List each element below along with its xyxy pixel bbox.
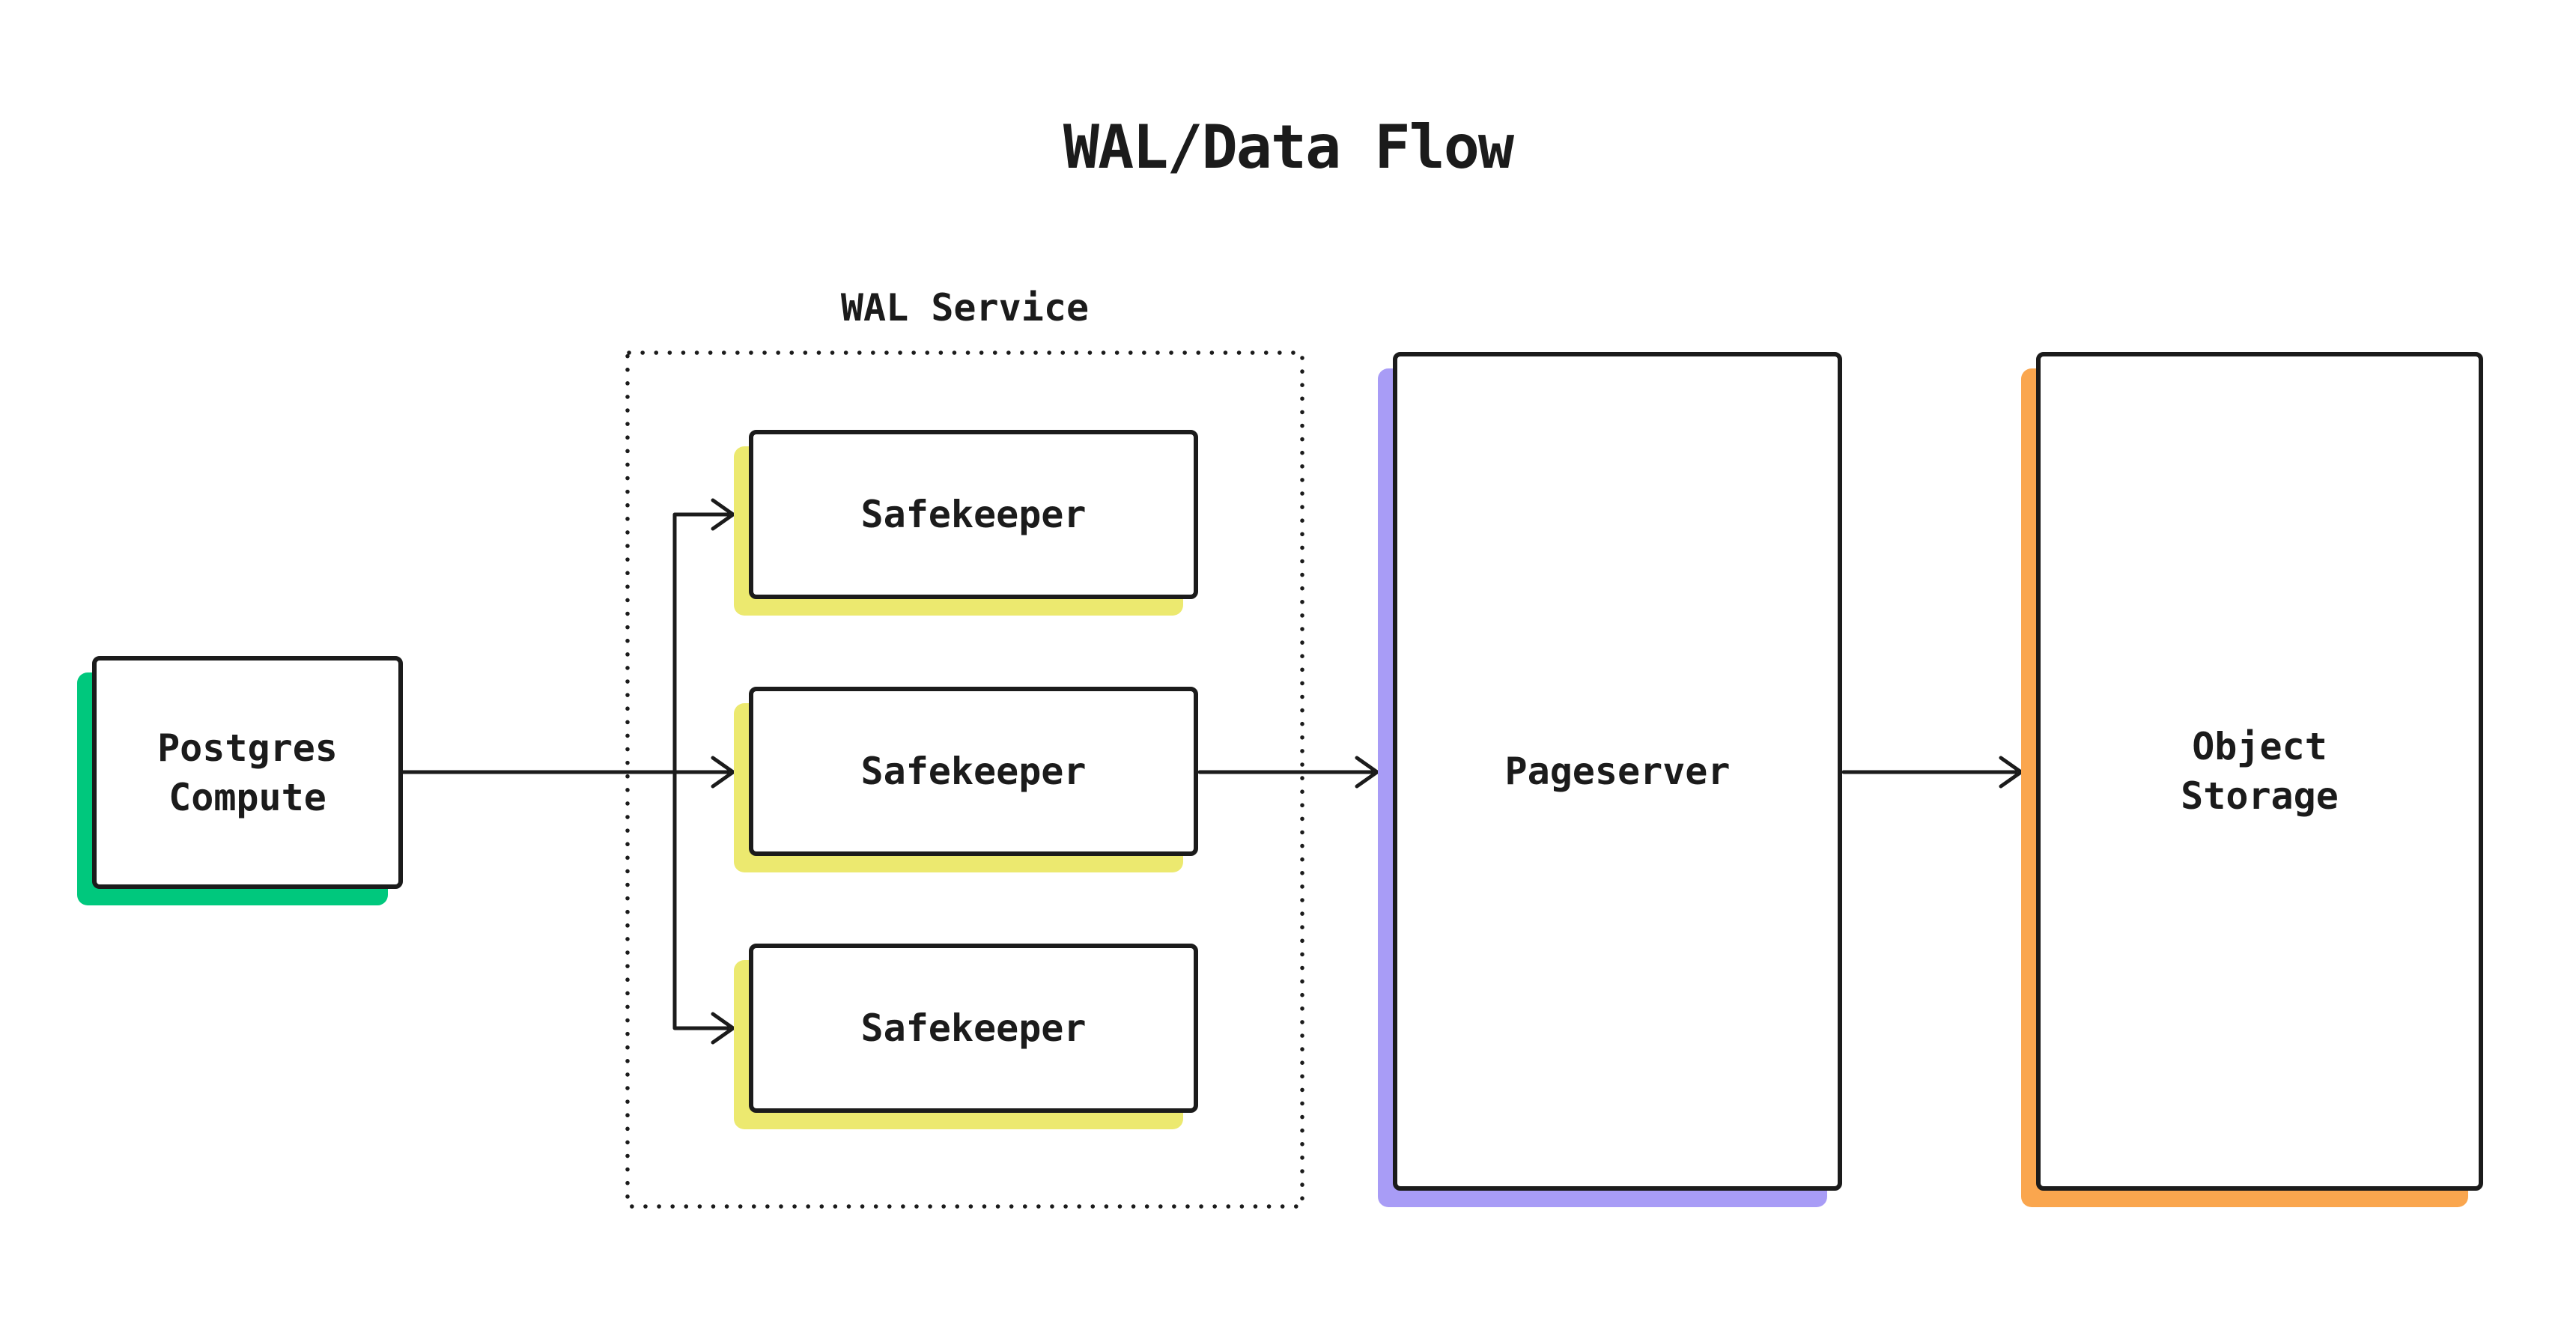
pageserver-label: Pageserver	[1504, 750, 1731, 793]
object-storage-label-line1: Object	[2192, 725, 2327, 768]
safekeeper-2-box: Safekeeper	[749, 687, 1198, 856]
pageserver-box: Pageserver	[1393, 352, 1842, 1191]
connector-branch-to-safekeeper-1	[672, 512, 730, 774]
arrowhead-safekeeper-3	[711, 1012, 735, 1045]
postgres-compute-box: Postgres Compute	[92, 656, 403, 889]
node-safekeeper-2: Safekeeper	[734, 687, 1198, 872]
object-storage-label-line2: Storage	[2181, 774, 2339, 818]
connector-branch-to-safekeeper-3	[672, 770, 730, 1030]
node-safekeeper-1: Safekeeper	[734, 430, 1198, 616]
node-pageserver: Pageserver	[1378, 352, 1842, 1207]
safekeeper-2-label: Safekeeper	[860, 750, 1087, 793]
arrowhead-pageserver	[1355, 756, 1379, 789]
node-postgres-compute: Postgres Compute	[77, 656, 403, 905]
node-safekeeper-3: Safekeeper	[734, 944, 1198, 1129]
wal-service-border	[625, 350, 1304, 1209]
wal-service-label: WAL Service	[840, 286, 1090, 330]
object-storage-label: Object Storage	[2181, 722, 2339, 821]
arrowhead-safekeeper-2	[711, 756, 735, 789]
safekeeper-3-box: Safekeeper	[749, 944, 1198, 1113]
safekeeper-3-label: Safekeeper	[860, 1006, 1087, 1050]
safekeeper-1-box: Safekeeper	[749, 430, 1198, 599]
diagram-title: WAL/Data Flow	[1063, 112, 1514, 182]
object-storage-box: Object Storage	[2036, 352, 2483, 1191]
postgres-compute-label: Postgres Compute	[157, 723, 338, 822]
node-object-storage: Object Storage	[2021, 352, 2483, 1207]
postgres-compute-label-line2: Compute	[168, 775, 326, 819]
postgres-compute-label-line1: Postgres	[157, 726, 338, 770]
safekeeper-1-label: Safekeeper	[860, 493, 1087, 536]
arrowhead-safekeeper-1	[711, 498, 735, 531]
